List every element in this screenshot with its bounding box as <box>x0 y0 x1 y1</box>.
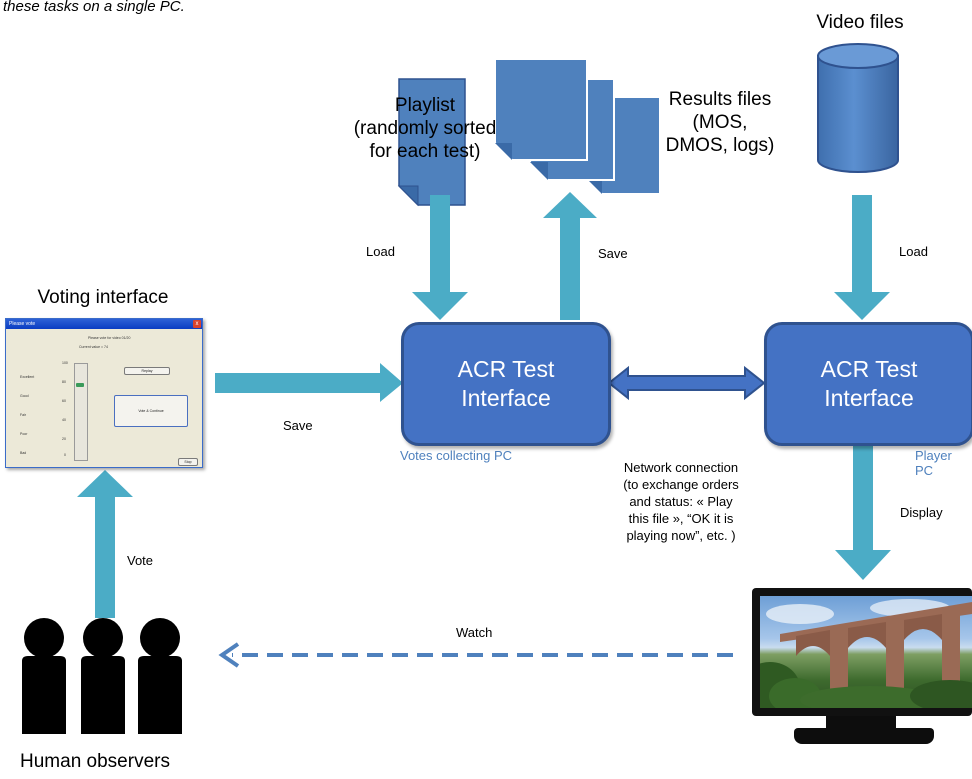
slider-thumb[interactable] <box>76 383 84 387</box>
current-value: Current value = 74 <box>79 345 108 349</box>
save-arrow-left <box>215 363 403 402</box>
voting-interface-window: Please vote x Please vote for video 01/2… <box>5 318 203 468</box>
display-monitor <box>752 588 972 716</box>
watch-label: Watch <box>456 625 493 640</box>
scale-number: 0 <box>64 453 66 457</box>
acr-test-interface-votes-pc: ACR Test Interface <box>401 322 611 446</box>
scale-number: 40 <box>62 418 66 422</box>
display-label: Display <box>900 505 943 520</box>
votes-collecting-pc-label: Votes collecting PC <box>400 448 513 463</box>
vote-label: Vote <box>127 553 154 568</box>
save-top-label: Save <box>598 246 628 261</box>
scale-number: 60 <box>62 399 66 403</box>
network-connection-label: Network connection (to exchange orders a… <box>623 460 739 543</box>
viaduct-video-image <box>760 596 972 708</box>
results-files-label: Results files (MOS, DMOS, logs) <box>665 89 775 156</box>
vote-prompt: Please vote for video 01/20 <box>88 336 131 340</box>
vote-continue-button[interactable]: Vote & Continue <box>114 395 188 427</box>
human-observers-label: Human observers <box>20 751 170 772</box>
video-files-database-icon <box>817 43 899 173</box>
watch-dashed-arrow <box>218 642 733 668</box>
load-arrow-left <box>412 195 468 320</box>
load-left-label: Load <box>366 244 395 259</box>
scale-number: 20 <box>62 437 66 441</box>
display-arrow <box>835 446 891 580</box>
scale-number: 100 <box>62 361 68 365</box>
monitor-base <box>794 728 934 744</box>
caption: these tasks on a single PC. <box>3 0 185 15</box>
scale-label-bad: Bad <box>20 451 27 455</box>
human-observers-icon <box>22 618 182 734</box>
results-files-icon <box>494 58 661 195</box>
save-left-label: Save <box>283 418 313 433</box>
vote-arrow <box>77 470 133 618</box>
load-right-label: Load <box>899 244 928 259</box>
scale-number: 80 <box>62 380 66 384</box>
acr-test-interface-player-pc: ACR Test Interface <box>764 322 972 446</box>
scale-label-fair: Fair <box>20 413 27 417</box>
network-double-arrow <box>607 365 766 401</box>
monitor-stand <box>826 716 896 730</box>
player-pc-label: Player PC <box>915 448 952 478</box>
video-files-label: Video files <box>816 12 904 33</box>
voting-window-titlebar: Please vote x <box>6 319 202 329</box>
close-icon[interactable]: x <box>193 320 201 328</box>
load-arrow-right <box>834 195 890 320</box>
vote-slider[interactable] <box>74 363 88 461</box>
scale-label-good: Good <box>20 394 29 398</box>
scale-label-poor: Poor <box>20 432 28 436</box>
save-arrow-top <box>543 192 597 320</box>
replay-button[interactable]: Replay <box>124 367 170 375</box>
playlist-document-icon <box>397 78 466 207</box>
voting-interface-label: Voting interface <box>37 287 169 308</box>
scale-label-excellent: Excellent <box>20 375 35 379</box>
stop-button[interactable]: Stop <box>178 458 198 466</box>
playlist-label: Playlist (randomly sorted for each test) <box>353 95 497 162</box>
